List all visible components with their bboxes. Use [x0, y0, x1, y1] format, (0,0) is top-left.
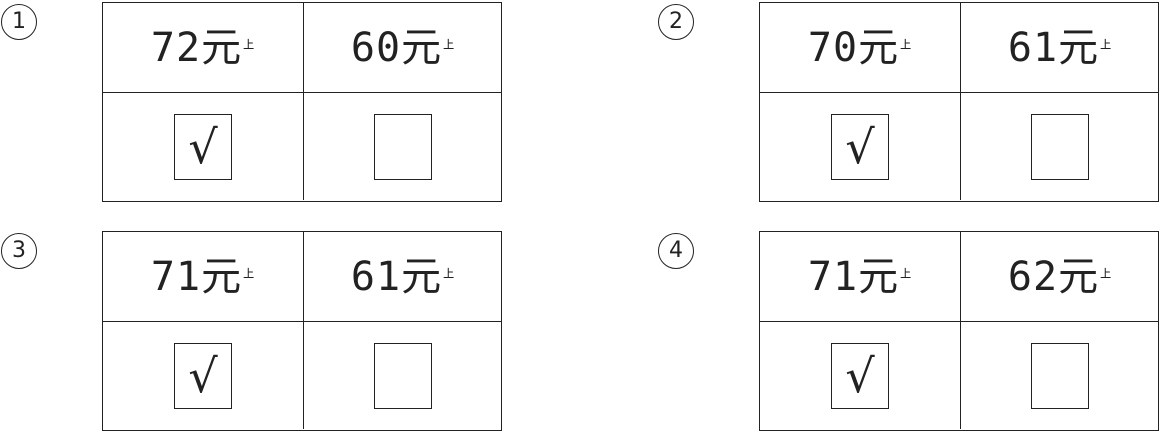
unit-mark: ㆖ — [443, 38, 456, 51]
checkbox-empty[interactable] — [374, 113, 432, 180]
price-number: 62 — [1007, 253, 1059, 300]
currency-char: 元 — [201, 24, 243, 71]
item-number: 2 — [658, 4, 694, 40]
option-right-check-cell — [960, 92, 1159, 200]
checkbox-checked[interactable]: √ — [174, 113, 232, 180]
item-number: 3 — [1, 233, 37, 269]
currency-char: 元 — [401, 253, 443, 300]
price-number: 72 — [150, 24, 202, 71]
unit-mark: ㆖ — [243, 267, 256, 280]
currency-char: 元 — [858, 253, 900, 300]
price-number: 70 — [807, 24, 859, 71]
option-right-check-cell — [303, 321, 502, 429]
option-left-check-cell: √ — [760, 92, 960, 200]
checkbox-empty[interactable] — [374, 342, 432, 409]
item-number: 4 — [658, 233, 694, 269]
unit-mark: ㆖ — [443, 267, 456, 280]
price-number: 61 — [1007, 24, 1059, 71]
option-right-check-cell — [960, 321, 1159, 429]
price-number: 71 — [807, 253, 859, 300]
unit-mark: ㆖ — [900, 38, 913, 51]
checkbox-checked[interactable]: √ — [831, 342, 889, 409]
price-number: 60 — [350, 24, 402, 71]
unit-mark: ㆖ — [900, 267, 913, 280]
item-number: 1 — [1, 4, 37, 40]
checkbox-checked[interactable]: √ — [831, 113, 889, 180]
option-right-check-cell — [303, 92, 502, 200]
currency-char: 元 — [1058, 24, 1100, 71]
checkbox-empty[interactable] — [1031, 342, 1089, 409]
currency-char: 元 — [201, 253, 243, 300]
currency-char: 元 — [401, 24, 443, 71]
option-left-check-cell: √ — [103, 321, 303, 429]
currency-char: 元 — [858, 24, 900, 71]
price-number: 61 — [350, 253, 402, 300]
option-left-check-cell: √ — [103, 92, 303, 200]
unit-mark: ㆖ — [243, 38, 256, 51]
unit-mark: ㆖ — [1100, 267, 1113, 280]
checkbox-empty[interactable] — [1031, 113, 1089, 180]
price-number: 71 — [150, 253, 202, 300]
checkbox-checked[interactable]: √ — [174, 342, 232, 409]
unit-mark: ㆖ — [1100, 38, 1113, 51]
currency-char: 元 — [1058, 253, 1100, 300]
option-left-check-cell: √ — [760, 321, 960, 429]
